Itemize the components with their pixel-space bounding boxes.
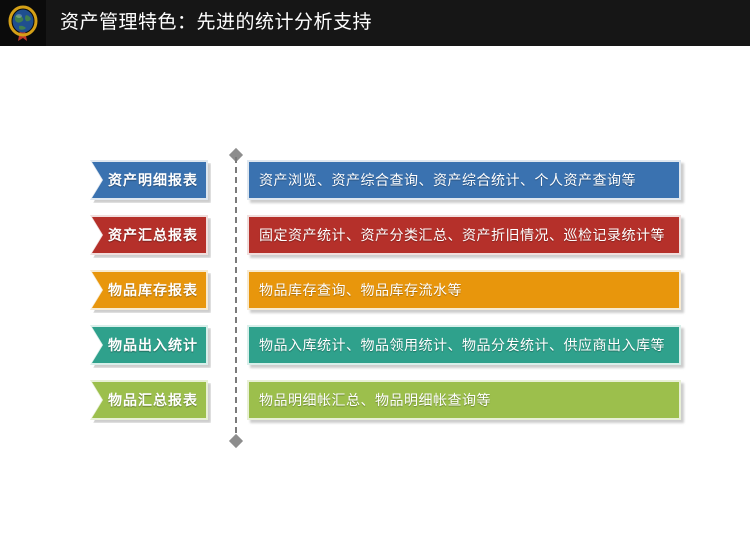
- report-category-tag-inner[interactable]: 资产汇总报表: [92, 217, 206, 253]
- report-description-bar-inner[interactable]: 资产浏览、资产综合查询、资产综合统计、个人资产查询等: [249, 162, 679, 198]
- report-category-label: 资产明细报表: [108, 172, 198, 188]
- report-description-label: 物品入库统计、物品领用统计、物品分发统计、供应商出入库等: [259, 337, 665, 353]
- report-category-label: 资产汇总报表: [108, 227, 198, 243]
- dashed-vertical-connector-icon: [228, 147, 244, 450]
- page-title: 资产管理特色：先进的统计分析支持: [60, 12, 373, 33]
- report-category-tag-inner[interactable]: 物品出入统计: [92, 327, 206, 363]
- report-category-label: 物品出入统计: [108, 337, 198, 353]
- report-category-label: 物品汇总报表: [108, 392, 198, 408]
- report-row: 物品汇总报表 物品明细帐汇总、物品明细帐查询等: [0, 380, 750, 423]
- connector-dashed-line: [235, 157, 237, 443]
- report-description-bar-inner[interactable]: 物品入库统计、物品领用统计、物品分发统计、供应商出入库等: [249, 327, 679, 363]
- report-category-tag-inner[interactable]: 资产明细报表: [92, 162, 206, 198]
- report-row: 资产汇总报表 固定资产统计、资产分类汇总、资产折旧情况、巡检记录统计等: [0, 215, 750, 258]
- connector-endpoint-bottom-icon: [228, 433, 244, 449]
- report-category-label: 物品库存报表: [108, 282, 198, 298]
- report-description-label: 物品库存查询、物品库存流水等: [259, 282, 462, 298]
- report-description-bar-inner[interactable]: 物品明细帐汇总、物品明细帐查询等: [249, 382, 679, 418]
- report-description-label: 资产浏览、资产综合查询、资产综合统计、个人资产查询等: [259, 172, 636, 188]
- report-description-label: 固定资产统计、资产分类汇总、资产折旧情况、巡检记录统计等: [259, 227, 665, 243]
- header-bar: 资产管理特色：先进的统计分析支持: [0, 0, 750, 46]
- report-row: 物品库存报表 物品库存查询、物品库存流水等: [0, 270, 750, 313]
- diagram-stage: 资产明细报表 资产浏览、资产综合查询、资产综合统计、个人资产查询等资产汇总报表 固定…: [0, 46, 750, 559]
- report-row: 物品出入统计 物品入库统计、物品领用统计、物品分发统计、供应商出入库等: [0, 325, 750, 368]
- report-description-bar-inner[interactable]: 物品库存查询、物品库存流水等: [249, 272, 679, 308]
- report-description-bar-inner[interactable]: 固定资产统计、资产分类汇总、资产折旧情况、巡检记录统计等: [249, 217, 679, 253]
- report-category-tag-inner[interactable]: 物品汇总报表: [92, 382, 206, 418]
- report-row: 资产明细报表 资产浏览、资产综合查询、资产综合统计、个人资产查询等: [0, 160, 750, 203]
- globe-medal-icon: [0, 0, 46, 46]
- report-category-tag-inner[interactable]: 物品库存报表: [92, 272, 206, 308]
- report-description-label: 物品明细帐汇总、物品明细帐查询等: [259, 392, 491, 408]
